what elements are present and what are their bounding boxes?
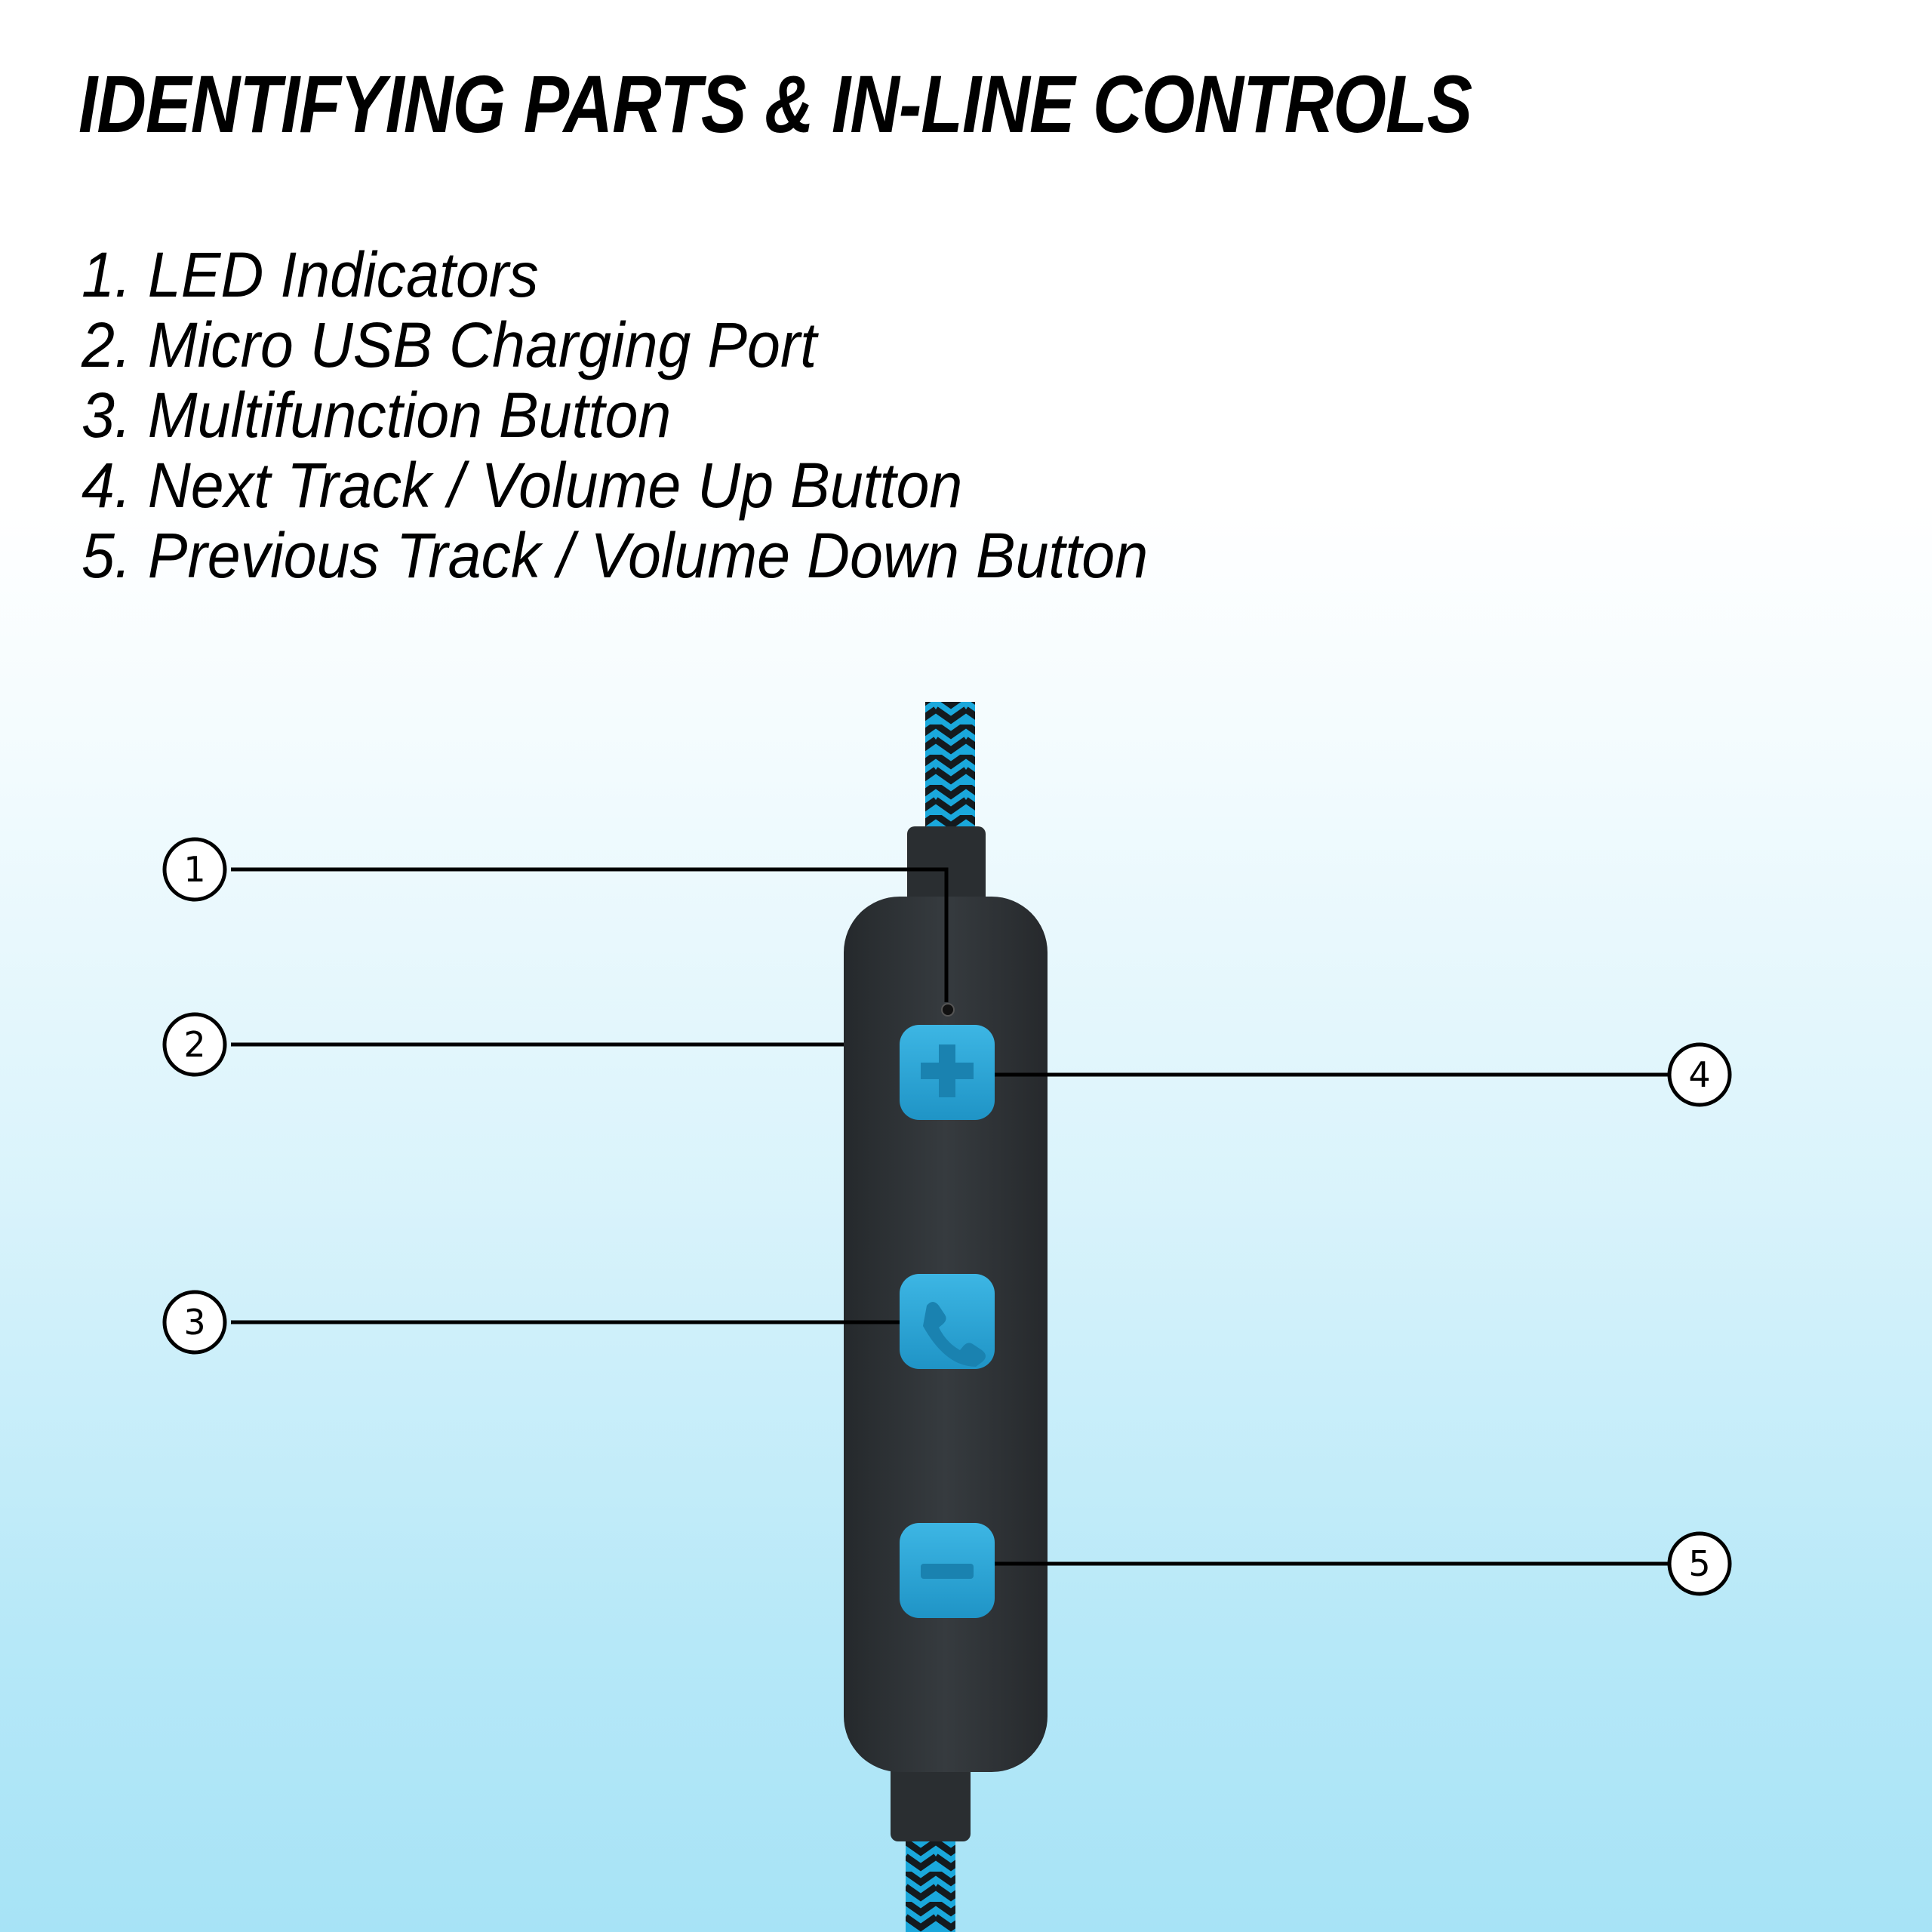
led-indicator: [941, 1003, 955, 1017]
list-item: 3. Multifunction Button: [82, 380, 672, 451]
volume-down-button[interactable]: [900, 1523, 995, 1618]
list-item: 4. Next Track / Volume Up Button: [82, 450, 963, 521]
parts-list: 1. LED Indicators 2. Micro USB Charging …: [82, 240, 1216, 591]
page-title: IDENTIFYING PARTS & IN-LINE CONTROLS: [78, 58, 1472, 149]
svg-text:5: 5: [1688, 1543, 1710, 1584]
callout-1: 1: [162, 837, 227, 902]
multifunction-button[interactable]: [900, 1274, 995, 1369]
svg-text:2: 2: [183, 1024, 205, 1065]
callout-5: 5: [1667, 1531, 1732, 1596]
callout-3: 3: [162, 1290, 227, 1355]
callout-4: 4: [1667, 1042, 1732, 1107]
leader-line-1: [231, 867, 949, 1002]
callout-2: 2: [162, 1012, 227, 1077]
list-item: 5. Previous Track / Volume Down Button: [82, 520, 1149, 591]
phone-icon: [923, 1302, 986, 1367]
plus-icon: [921, 1044, 974, 1097]
svg-text:4: 4: [1688, 1054, 1710, 1095]
braided-cable-bottom: [906, 1826, 955, 1932]
list-item: 2. Micro USB Charging Port: [82, 309, 817, 380]
volume-up-button[interactable]: [900, 1025, 995, 1120]
strain-relief-bottom: [891, 1751, 971, 1841]
minus-icon: [921, 1564, 974, 1579]
list-item: 1. LED Indicators: [82, 239, 539, 310]
svg-text:1: 1: [183, 849, 205, 890]
svg-text:3: 3: [183, 1302, 205, 1343]
